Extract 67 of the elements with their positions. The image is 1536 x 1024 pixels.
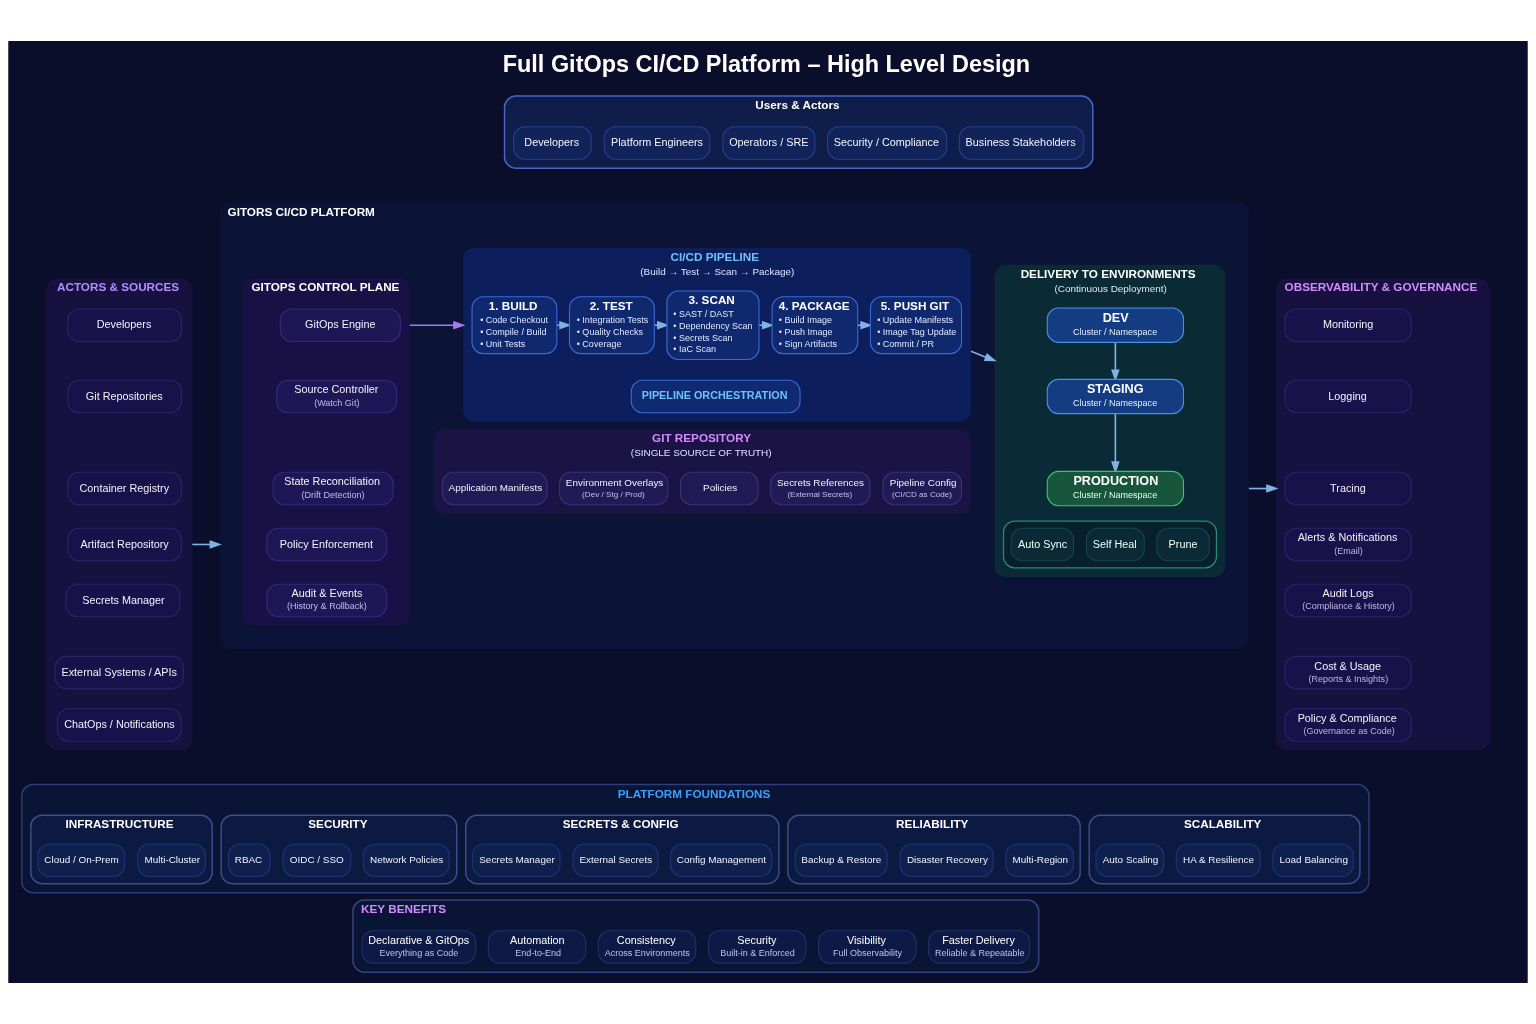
node-box: Audit Logs (Compliance & History): [1284, 583, 1412, 618]
node-box: Auto Sync: [1010, 527, 1074, 562]
node-box: Policies: [679, 471, 759, 506]
node-box: Platform Engineers: [603, 126, 711, 160]
node-box: 3. SCAN • SAST / DAST • Dependency Scan • Secrets Scan • IaC Scan: [666, 290, 760, 361]
node-box: Pipeline Config (CI/CD as Code): [882, 471, 963, 506]
node-box: OIDC / SSO: [282, 843, 352, 878]
node-box: RBAC: [227, 843, 271, 878]
node-box: STAGING Cluster / Namespace: [1046, 378, 1185, 415]
node-box: Policy & Compliance (Governance as Code): [1284, 708, 1412, 742]
node-box: Security / Compliance: [827, 126, 948, 160]
node-box: Artifact Repository: [67, 527, 183, 562]
node-box: Operators / SRE: [722, 126, 816, 160]
node-box: Git Repositories: [67, 379, 183, 414]
node-box: Secrets Manager: [65, 583, 181, 618]
node-box: State Reconciliation (Drift Detection): [272, 471, 394, 506]
node-box: Environment Overlays (Dev / Stg / Prod): [559, 471, 669, 506]
node-box: Self Heal: [1085, 527, 1145, 562]
node-box: DEV Cluster / Namespace: [1046, 307, 1185, 343]
node-box: External Systems / APIs: [54, 655, 184, 690]
node-box: Secrets Manager: [471, 843, 561, 878]
node-box: Security Built-in & Enforced: [707, 930, 807, 964]
node-box: GitOps Engine: [279, 308, 401, 342]
node-box: Multi-Cluster: [137, 843, 206, 878]
node-box: Faster Delivery Reliable & Repeatable: [928, 930, 1031, 964]
node-box: Config Management: [670, 843, 773, 878]
node-box: External Secrets: [572, 843, 659, 878]
node-box: 4. PACKAGE • Build Image • Push Image • Sign Artifacts: [771, 296, 859, 355]
diagram-title: Full GitOps CI/CD Platform – High Level Design: [502, 50, 1031, 77]
node-box: Developers: [67, 308, 183, 342]
arrow: [970, 350, 997, 362]
node-box: Prune: [1156, 527, 1210, 562]
node-box: Multi-Region: [1005, 843, 1074, 878]
node-box: HA & Resilience: [1175, 843, 1261, 878]
node-box: 2. TEST • Integration Tests • Quality Checks • Coverage: [568, 296, 655, 355]
node-box: ChatOps / Notifications: [56, 708, 182, 742]
node-box: Developers: [513, 126, 592, 160]
node-box: Business Stakeholders: [958, 126, 1085, 160]
node-box: Declarative & GitOps Everything as Code: [361, 930, 477, 964]
node-box: Visibility Full Observability: [818, 930, 917, 964]
arrow: [1248, 484, 1279, 493]
cluster: [1002, 520, 1218, 569]
node-box: Cost & Usage (Reports & Insights): [1284, 655, 1412, 690]
node-box: Network Policies: [362, 843, 450, 878]
node-box: Disaster Recovery: [899, 843, 994, 878]
node-box: Audit & Events (History & Rollback): [266, 583, 388, 618]
arrow: [1111, 413, 1120, 474]
node-box: Load Balancing: [1272, 843, 1354, 878]
node-box: Alerts & Notifications (Email): [1284, 527, 1412, 562]
node-box: Source Controller (Watch Git): [276, 379, 398, 414]
node-box: Backup & Restore: [794, 843, 888, 878]
node-box: Monitoring: [1284, 308, 1412, 342]
node-box: Automation End-to-End: [487, 930, 587, 964]
node-box: Policy Enforcement: [266, 527, 388, 562]
node-box: Auto Scaling: [1095, 843, 1165, 878]
node-box: PRODUCTION Cluster / Namespace: [1046, 470, 1185, 507]
node-box: Consistency Across Environments: [597, 930, 697, 964]
node-box: 1. BUILD • Code Checkout • Compile / Build • Unit Tests: [471, 296, 558, 355]
node-box: Secrets References (External Secrets): [770, 471, 871, 506]
node-box: PIPELINE ORCHESTRATION: [630, 379, 801, 414]
node-box: Tracing: [1284, 471, 1412, 506]
node-box: Container Registry: [67, 471, 183, 506]
node-box: 5. PUSH GIT • Update Manifests • Image Tag Update • Commit / PR: [869, 296, 963, 355]
node-box: Application Manifests: [441, 471, 548, 506]
arrow: [409, 320, 466, 330]
node-box: Logging: [1284, 379, 1412, 414]
node-box: Cloud / On-Prem: [37, 843, 126, 878]
